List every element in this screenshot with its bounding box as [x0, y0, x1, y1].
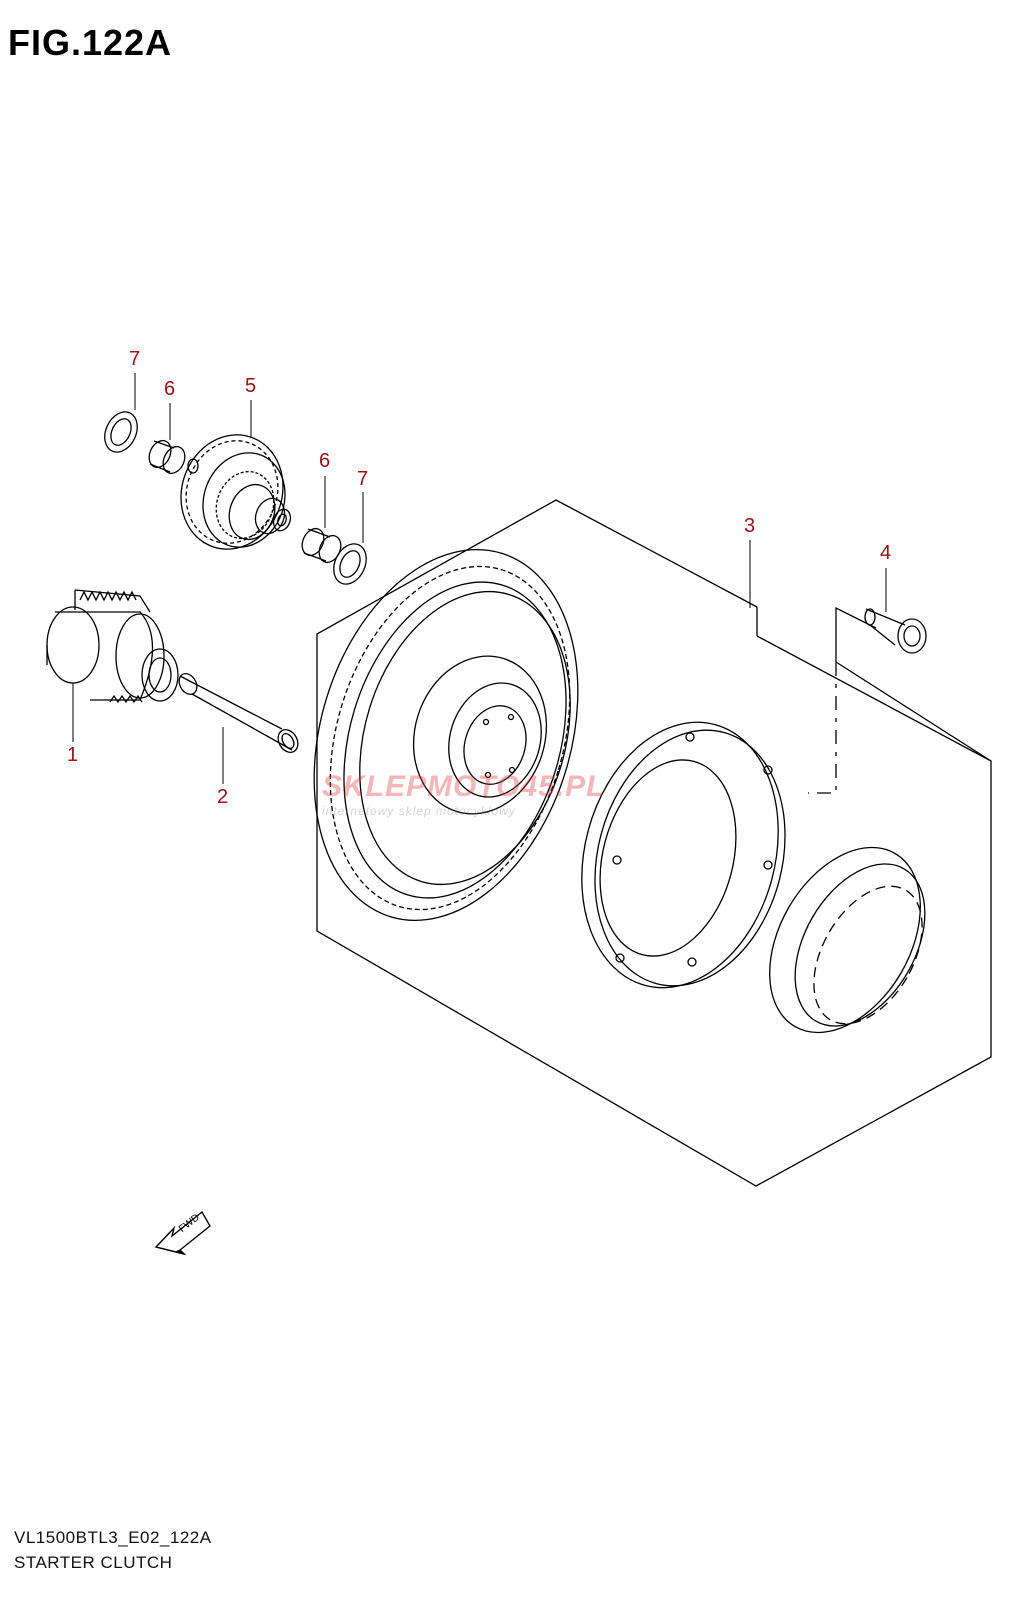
- part-3-clutch-housing: [581, 721, 786, 989]
- watermark-sub: internetowy sklep motocyklowy: [322, 804, 516, 818]
- watermark: SKLEPMOTO45.PL internetowy sklep motocyk…: [322, 770, 682, 850]
- part-4-bolt: [864, 608, 927, 654]
- figure-title: FIG.122A: [8, 22, 173, 63]
- fwd-arrow-icon: [154, 1210, 211, 1256]
- callout-7-right: 7: [357, 468, 369, 490]
- model-code: VL1500BTL3_E02_122A: [14, 1528, 212, 1547]
- part-6-bushing-right: [301, 527, 342, 564]
- section-name: STARTER CLUTCH: [14, 1553, 173, 1572]
- part-6-bushing-left: [148, 439, 186, 475]
- one-way-clutch: [769, 846, 926, 1034]
- callout-5: 5: [245, 375, 257, 397]
- part-7-washer-right: [333, 543, 367, 585]
- callout-1: 1: [67, 744, 79, 766]
- callout-4: 4: [880, 542, 892, 564]
- assembly-outline: [316, 499, 992, 1187]
- callout-6-left: 6: [164, 378, 176, 400]
- callout-3: 3: [744, 515, 756, 537]
- callout-2: 2: [217, 786, 229, 808]
- watermark-main: SKLEPMOTO45.PL: [322, 770, 606, 803]
- part-2-shaft: [178, 673, 299, 753]
- callout-6-right: 6: [319, 450, 331, 472]
- part-1-idle-gear: [46, 589, 179, 704]
- callout-7-left: 7: [129, 348, 141, 370]
- part-3-starter-clutch-gear: [313, 549, 579, 921]
- leader-lines: [72, 373, 887, 784]
- part-5-double-gear: [180, 434, 292, 550]
- part-7-washer-left: [104, 411, 138, 453]
